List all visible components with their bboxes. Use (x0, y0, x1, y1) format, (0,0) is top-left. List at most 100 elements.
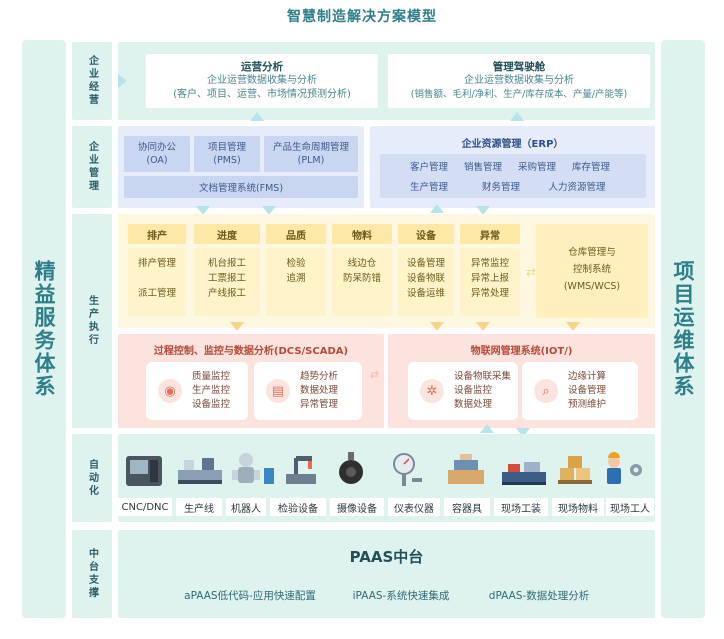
layer-label-production: 生产执行 (72, 214, 112, 428)
col-head-material: 物料 (332, 224, 392, 244)
wms-box: 仓库管理与 控制系统 (WMS/WCS) (536, 224, 648, 318)
arrow-down-icon (516, 428, 530, 437)
device-worker: 现场工人 (606, 498, 654, 516)
col-body-progress: 机台报工 工票报工 产线报工 (194, 248, 260, 316)
col-body-exception: 异常监控 异常上报 异常处理 (460, 248, 520, 316)
cockpit-box: 管理驾驶舱 企业运营数据收集与分析 (销售额、毛利/净利、生产/库存成本、产量/… (388, 54, 650, 108)
col-head-quality: 品质 (266, 224, 326, 244)
dcs-card-monitoring-text: 质量监控 生产监控 设备监控 (192, 371, 231, 410)
col-body-scheduling: 排产管理 派工管理 (128, 248, 186, 316)
arrow-right-icon (118, 74, 127, 88)
arrow-down-icon (566, 322, 580, 331)
col-head-equipment: 设备 (398, 224, 454, 244)
layer-label-automation: 自动化 (72, 434, 112, 522)
layer-label-platform-text: 中台支撑 (86, 548, 98, 600)
paas-title: PAAS中台 (349, 548, 424, 566)
device-robot: 机器人 (226, 498, 266, 516)
col-body-material: 线边仓 防呆防错 (332, 248, 392, 316)
inspection-device-icon (286, 456, 316, 484)
arrow-down-icon (262, 206, 276, 215)
right-pillar: 项目运维体系 (661, 40, 705, 618)
meter-instrument-icon (393, 453, 422, 486)
erp-item-customer: 客户管理 (409, 162, 448, 173)
col-head-exception: 异常 (460, 224, 520, 244)
col-head-progress: 进度 (194, 224, 260, 244)
robot-icon (232, 453, 274, 484)
iot-card-edge: ⌕ 边缘计算 设备管理 预测维护 (522, 362, 638, 420)
paas-item-ipaas: iPAAS-系统快速集成 (352, 590, 450, 602)
plm-cell: 产品生命周期管理 (PLM) (264, 136, 358, 172)
device-container: 容器具 (444, 498, 490, 516)
erp-items-box (380, 154, 646, 198)
material-boxes-icon (558, 456, 592, 484)
layer-label-platform: 中台支撑 (72, 530, 112, 618)
right-pillar-text: 项目运维体系 (671, 260, 695, 398)
arrow-down-icon (476, 206, 490, 215)
arrow-up-icon (430, 204, 444, 213)
oa-cell: 协同办公 (OA) (124, 136, 190, 172)
device-icons-svg (126, 452, 642, 486)
arrow-up-icon (510, 112, 524, 121)
device-camera: 摄像设备 (330, 498, 384, 516)
arrow-down-icon (476, 322, 490, 331)
cockpit-title: 管理驾驶舱 (492, 61, 546, 73)
platform-band (118, 530, 655, 618)
device-production-line: 生产线 (176, 498, 222, 516)
pms-cell: 项目管理 (PMS) (194, 136, 260, 172)
container-icon (448, 454, 484, 484)
left-pillar-text: 精益服务体系 (32, 260, 56, 398)
ops-analysis-line1: 企业运营数据收集与分析 (207, 75, 317, 86)
cnc-machine-icon (126, 456, 162, 486)
paas-item-dpaas: dPAAS-数据处理分析 (488, 590, 590, 602)
layer-label-management-text: 企业管理 (86, 141, 98, 193)
erp-item-production: 生产管理 (409, 182, 448, 193)
layer-label-production-text: 生产执行 (86, 295, 98, 347)
chart-search-icon: ⌕ (534, 379, 558, 403)
dcs-card-analysis: ▤ 趋势分析 数据处理 异常管理 (254, 362, 362, 420)
camera-device-icon (339, 452, 363, 484)
erp-item-sales: 销售管理 (463, 162, 502, 173)
ops-analysis-box: 运营分析 企业运营数据收集与分析 (客户、项目、运营、市场情况预测分析) (146, 54, 378, 108)
monitor-chart-icon: ▤ (266, 379, 290, 403)
left-pillar: 精益服务体系 (22, 40, 66, 618)
cockpit-line1: 企业运营数据收集与分析 (464, 75, 574, 86)
layer-label-automation-text: 自动化 (86, 458, 98, 498)
device-icons-row (118, 448, 655, 492)
device-tooling: 现场工装 (494, 498, 548, 516)
device-instrument: 仪表仪器 (388, 498, 440, 516)
arrow-up-icon (480, 424, 494, 433)
iot-card-edge-text: 边缘计算 设备管理 预测维护 (568, 371, 607, 410)
iot-card-collect: ✲ 设备物联采集 设备监控 数据处理 (408, 362, 518, 420)
paas-item-apaas: aPAAS低代码-应用快速配置 (184, 590, 316, 602)
camera-icon: ◉ (158, 379, 182, 403)
worker-icon (607, 452, 642, 484)
device-inspection: 检验设备 (270, 498, 326, 516)
col-body-equipment: 设备管理 设备物联 设备运维 (398, 248, 454, 316)
arrow-left-right-icon: ⇄ (370, 368, 380, 381)
iot-card-collect-text: 设备物联采集 设备监控 数据处理 (454, 371, 512, 410)
ops-analysis-title: 运营分析 (241, 61, 283, 73)
erp-item-inventory: 库存管理 (571, 162, 610, 173)
arrow-down-icon (196, 206, 210, 215)
gear-network-icon: ✲ (420, 379, 444, 403)
device-cnc: CNC/DNC (118, 498, 172, 516)
arrow-down-icon (430, 322, 444, 331)
iot-title: 物联网管理系统(IOT/) (470, 346, 573, 357)
dcs-card-monitoring: ◉ 质量监控 生产监控 设备监控 (146, 362, 248, 420)
layer-label-business-text: 企业经营 (86, 55, 98, 107)
fms-cell: 文档管理系统(FMS) (124, 176, 358, 198)
layer-label-business: 企业经营 (72, 42, 112, 120)
production-line-icon (178, 458, 222, 484)
dcs-title: 过程控制、监控与数据分析(DCS/SCADA) (153, 346, 349, 357)
erp-item-purchase: 采购管理 (517, 162, 556, 173)
tooling-icon (502, 462, 546, 485)
device-material: 现场物料 (552, 498, 604, 516)
page-title: 智慧制造解决方案模型 (287, 9, 437, 25)
col-head-scheduling: 排产 (128, 224, 186, 244)
ops-analysis-line2: (客户、项目、运营、市场情况预测分析) (173, 89, 351, 100)
arrow-left-right-icon: ⇄ (526, 265, 537, 279)
dcs-card-analysis-text: 趋势分析 数据处理 异常管理 (300, 371, 339, 410)
layer-label-management: 企业管理 (72, 126, 112, 208)
arrow-up-icon (250, 112, 264, 121)
erp-item-finance: 财务管理 (481, 182, 520, 193)
